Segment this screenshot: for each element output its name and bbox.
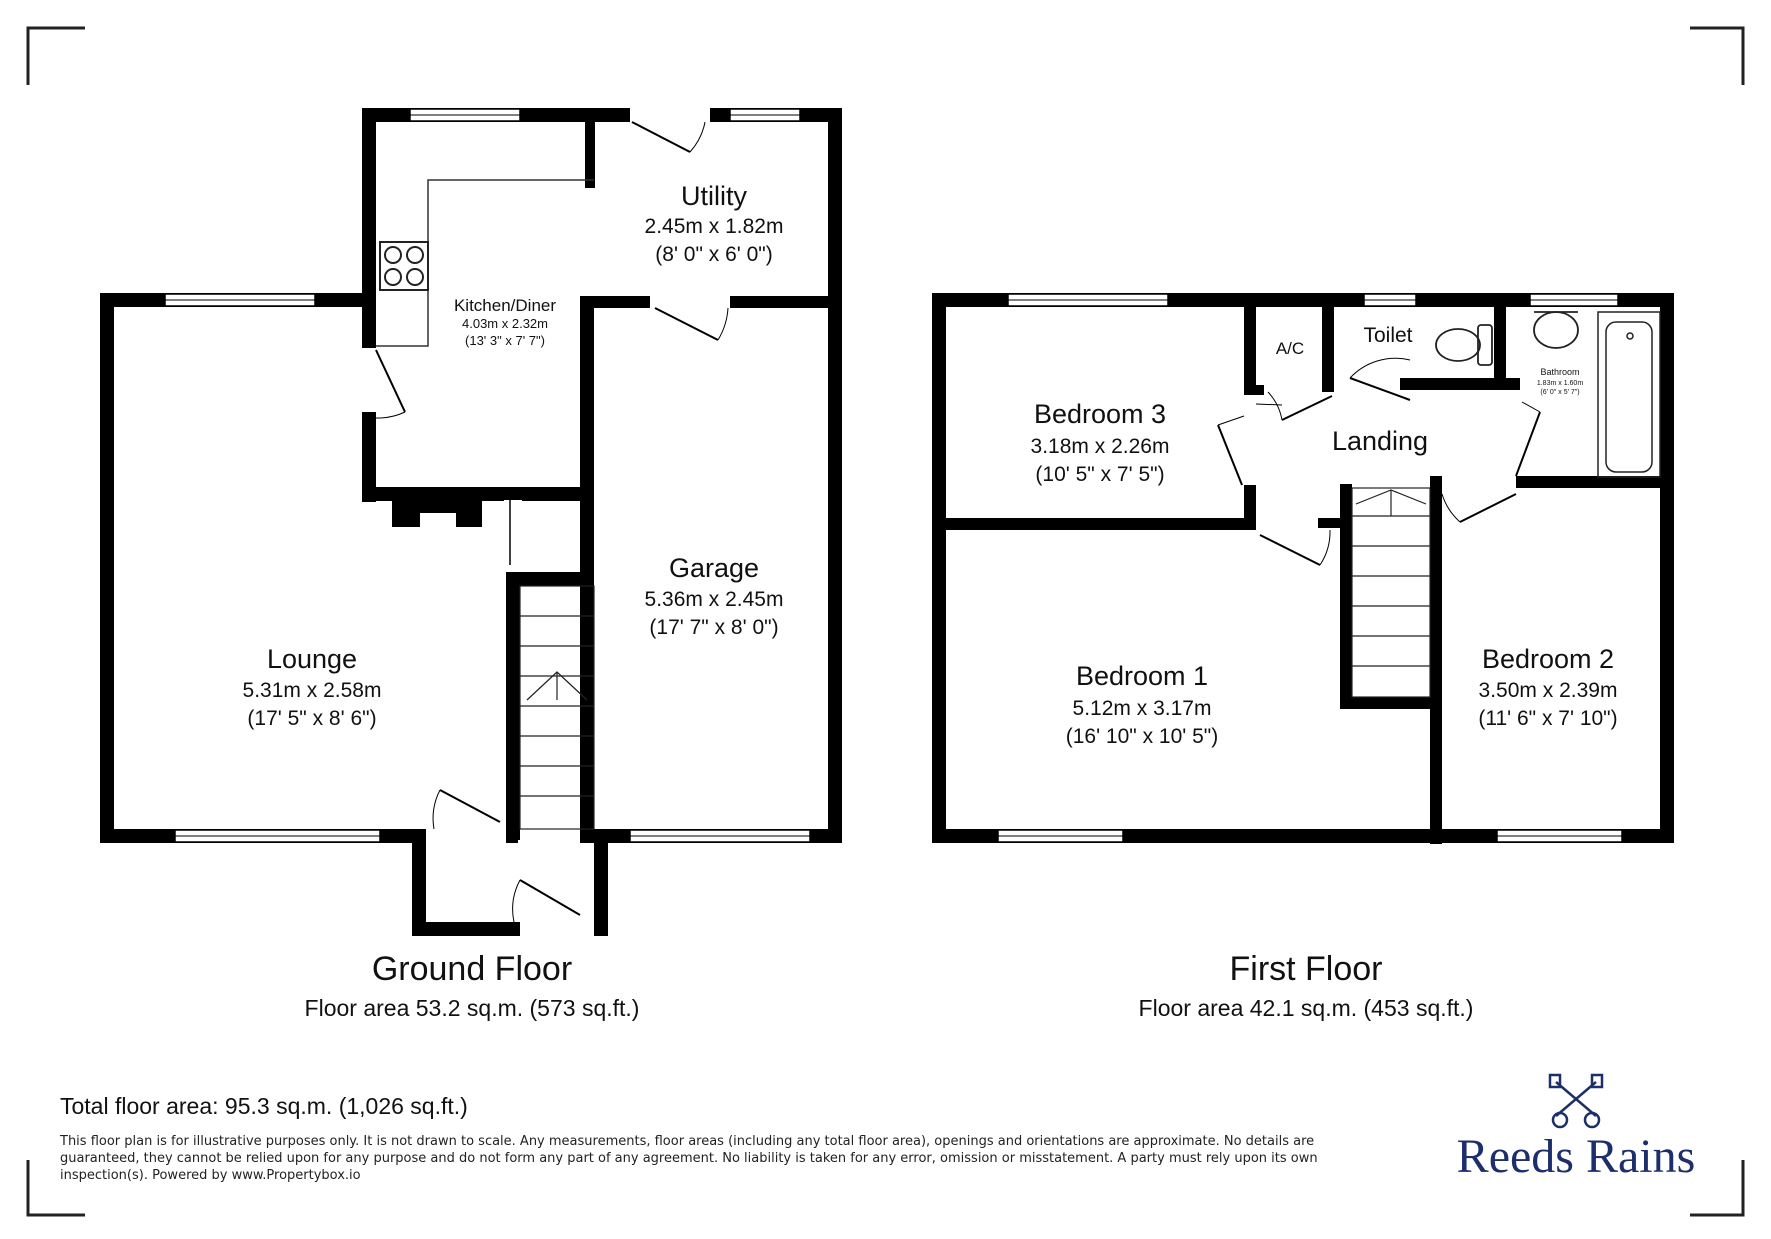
ground-floor-plan: Utility 2.45m x 1.82m (8' 0" x 6' 0") Ki… bbox=[100, 106, 842, 938]
first-floor-plan: Bedroom 3 3.18m x 2.26m (10' 5" x 7' 5")… bbox=[932, 293, 1674, 844]
utility-name: Utility bbox=[681, 181, 747, 211]
first-floor-walls bbox=[932, 293, 1674, 844]
kitchen-name: Kitchen/Diner bbox=[454, 296, 556, 315]
corner-marks bbox=[26, 26, 1745, 1217]
bedroom3-name: Bedroom 3 bbox=[1034, 399, 1166, 429]
disclaimer-text: This floor plan is for illustrative purp… bbox=[60, 1134, 1318, 1183]
ac-name: A/C bbox=[1276, 339, 1304, 358]
bedroom2-imperial: (11' 6" x 7' 10") bbox=[1478, 707, 1617, 730]
utility-metric: 2.45m x 1.82m bbox=[645, 215, 784, 238]
ground-floor-title: Ground Floor bbox=[372, 950, 572, 988]
landing-name: Landing bbox=[1332, 426, 1428, 456]
garage-metric: 5.36m x 2.45m bbox=[645, 588, 784, 611]
garage-name: Garage bbox=[669, 553, 759, 583]
crossed-keys-icon bbox=[1548, 1073, 1604, 1129]
bedroom1-name: Bedroom 1 bbox=[1076, 661, 1208, 691]
garage-imperial: (17' 7" x 8' 0") bbox=[649, 616, 778, 639]
ground-floor-area: Floor area 53.2 sq.m. (573 sq.ft.) bbox=[305, 995, 640, 1021]
hob-icon bbox=[379, 241, 429, 291]
ground-floor-stairs bbox=[519, 585, 595, 830]
bedroom3-metric: 3.18m x 2.26m bbox=[1031, 435, 1170, 458]
first-floor-area: Floor area 42.1 sq.m. (453 sq.ft.) bbox=[1139, 995, 1474, 1021]
bedroom2-name: Bedroom 2 bbox=[1482, 644, 1614, 674]
total-floor-area: Total floor area: 95.3 sq.m. (1,026 sq.f… bbox=[60, 1093, 468, 1119]
toilet-icon bbox=[1435, 324, 1493, 366]
kitchen-metric: 4.03m x 2.32m bbox=[462, 316, 548, 331]
brand-name: Reeds Rains bbox=[1457, 1130, 1696, 1183]
bedroom3-imperial: (10' 5" x 7' 5") bbox=[1035, 463, 1164, 486]
ground-floor-doors bbox=[375, 121, 729, 923]
kitchen-imperial: (13' 3" x 7' 7") bbox=[465, 333, 545, 348]
bathroom-name: Bathroom bbox=[1540, 367, 1579, 377]
first-floor-doors bbox=[1217, 357, 1541, 566]
bedroom2-metric: 3.50m x 2.39m bbox=[1479, 679, 1618, 702]
bathroom-imperial: (6' 0" x 5' 7") bbox=[1540, 389, 1579, 396]
first-floor-stairs bbox=[1351, 487, 1431, 698]
utility-imperial: (8' 0" x 6' 0") bbox=[655, 243, 772, 266]
first-floor-title: First Floor bbox=[1230, 950, 1383, 988]
lounge-metric: 5.31m x 2.58m bbox=[243, 679, 382, 702]
bath-icon bbox=[1597, 311, 1661, 478]
toilet-name: Toilet bbox=[1363, 324, 1412, 347]
bathroom-metric: 1.83m x 1.60m bbox=[1537, 380, 1583, 387]
first-floor-windows bbox=[997, 293, 1623, 843]
bedroom1-metric: 5.12m x 3.17m bbox=[1073, 697, 1212, 720]
lounge-imperial: (17' 5" x 8' 6") bbox=[247, 707, 376, 730]
sink-icon bbox=[1533, 311, 1579, 349]
lounge-name: Lounge bbox=[267, 644, 357, 674]
bedroom1-imperial: (16' 10" x 10' 5") bbox=[1066, 725, 1219, 748]
